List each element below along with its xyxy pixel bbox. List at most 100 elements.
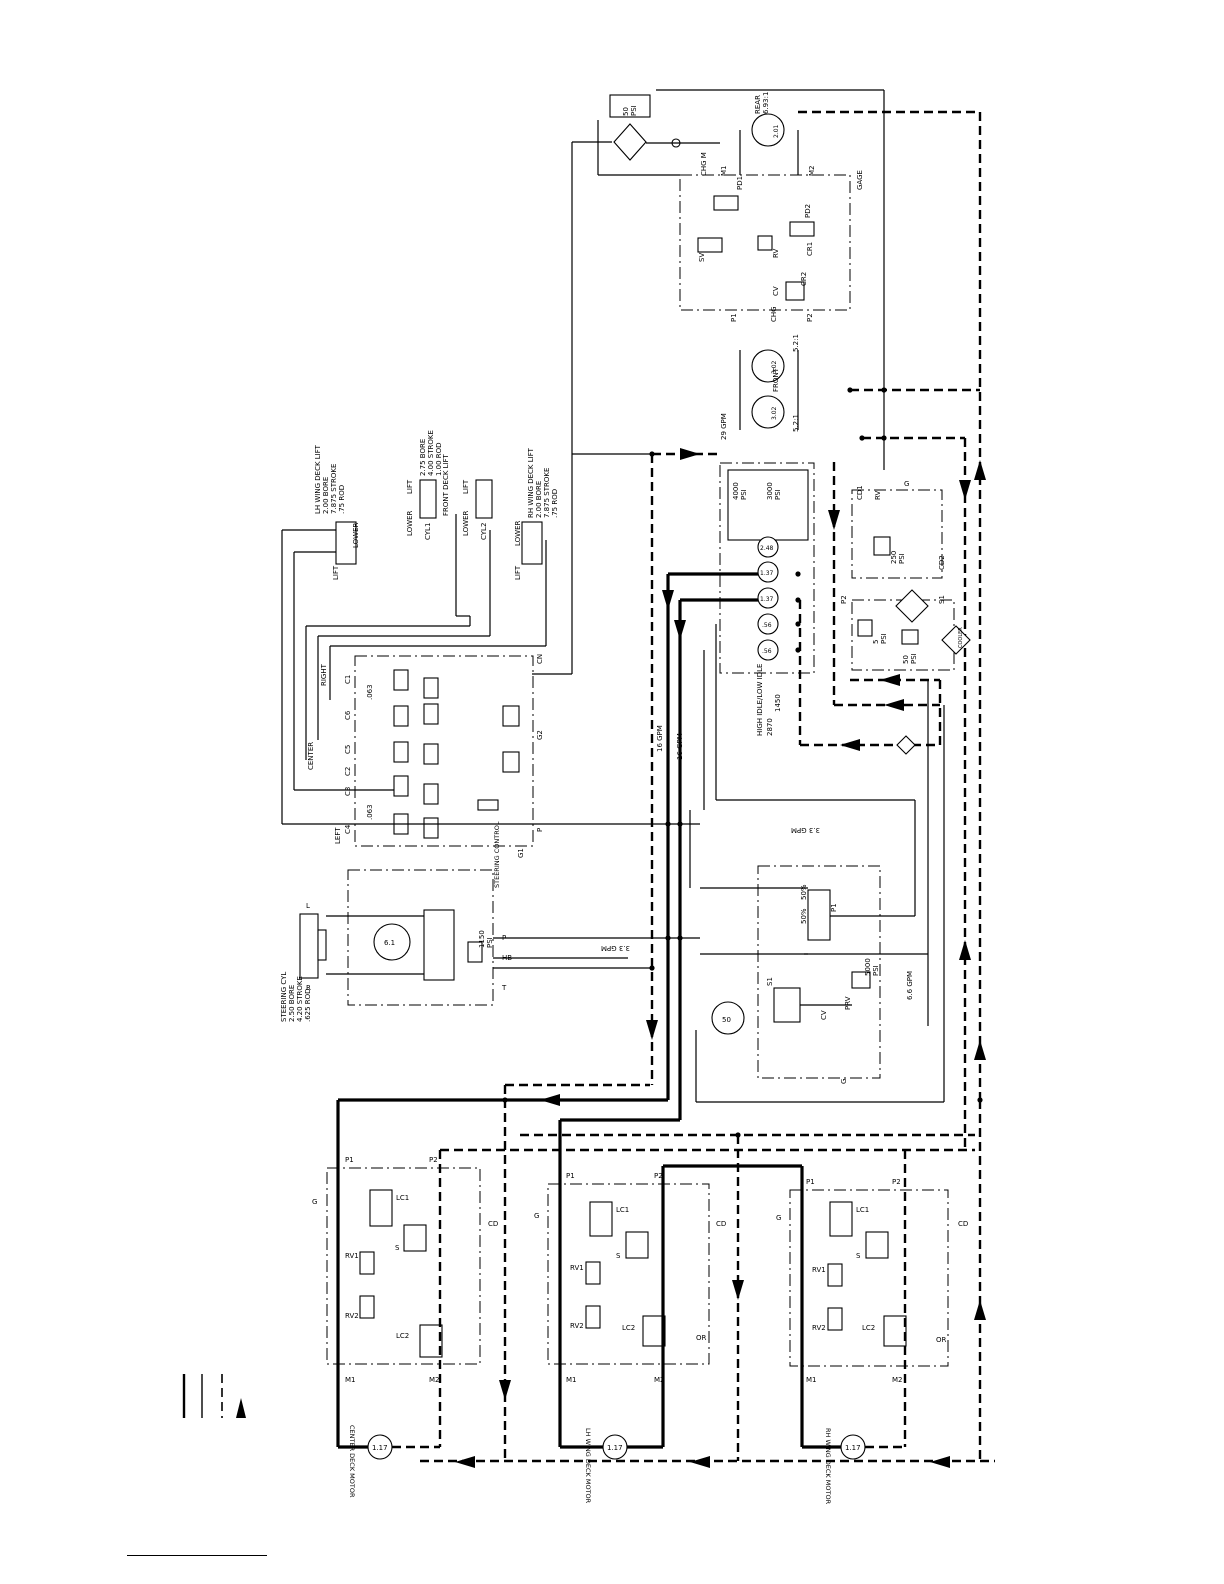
- port-label: R: [306, 984, 311, 992]
- relief-valve-rv2: [585, 1305, 601, 1329]
- port-label: P1: [345, 1156, 354, 1164]
- port-label: P1: [730, 313, 738, 322]
- solenoid-valve-s: [865, 1231, 889, 1259]
- check-value: 50: [902, 655, 910, 664]
- cooling-circuit: CD1 CD2 RV 250 PSI S1 P2 5 PSI 50 PSI CO…: [798, 462, 971, 755]
- junction: [677, 935, 683, 941]
- relief-value: 3000: [766, 482, 774, 500]
- flow-arrow: [646, 1020, 658, 1040]
- junction: [977, 1097, 983, 1103]
- port-label: P2: [806, 313, 814, 322]
- deck-motor-lh-wing: P1 P2 M1 M2 CD G OR LC1 LC2 RV1 RV2 S 1.…: [534, 1120, 726, 1504]
- steering-displacement: 6.1: [384, 939, 395, 947]
- valve-label: RV2: [570, 1322, 584, 1330]
- logic-cartridge-lc1: [589, 1201, 613, 1237]
- valve-label: S: [856, 1252, 861, 1260]
- page-footer-rule: [127, 1555, 267, 1556]
- split-value: 50%: [800, 908, 808, 924]
- deck-return-network: [338, 1040, 995, 1468]
- section-label: RIGHT: [320, 663, 328, 686]
- cylinder-label: FRONT DECK LIFT: [442, 453, 450, 516]
- valve-label: CV: [772, 286, 780, 296]
- pump-speed-high: 2870: [766, 718, 774, 736]
- split-value: 50%: [800, 884, 808, 900]
- steering-cyl-spec: .625 ROD: [304, 988, 312, 1022]
- flow-divider: [807, 889, 831, 941]
- charge-valve-boundary: [757, 865, 881, 1079]
- flow-arrow: [959, 940, 971, 960]
- relief-unit: PSI: [872, 965, 880, 976]
- valve-label: RV1: [812, 1266, 826, 1274]
- port-label: P1: [830, 903, 838, 912]
- steering-gerotor: [373, 923, 411, 961]
- lift-label: LIFT: [332, 565, 340, 580]
- steering-relief-unit: PSI: [486, 937, 494, 948]
- flow-arrow: [690, 1456, 710, 1468]
- front-ratio: 5.2:1: [792, 414, 800, 432]
- port-label: CHG M: [700, 152, 708, 176]
- relief-valve-rv1: [585, 1261, 601, 1285]
- deck-motor-rh-wing: P1 P2 M1 M2 CD G OR LC1 LC2 RV1 RV2 S 1.…: [776, 1150, 968, 1505]
- pump-section: [757, 561, 779, 583]
- cylinder-spec: 1.00 ROD: [435, 442, 443, 476]
- front-ratio: 5.2:1: [792, 334, 800, 352]
- lower-label: LOWER: [406, 510, 414, 536]
- valve-label: CR2: [800, 272, 808, 286]
- flow-arrow: [680, 448, 700, 460]
- flow-arrow: [959, 480, 971, 500]
- pump-displacement: 1.37: [760, 570, 774, 577]
- valve-label: LC1: [396, 1194, 409, 1202]
- port-label: CD: [958, 1220, 968, 1228]
- steering-cylinder-rod: [317, 929, 327, 961]
- suction-strainer: [896, 735, 916, 755]
- pump-flow: 29 GPM: [720, 413, 728, 440]
- port-label: G2: [536, 730, 544, 740]
- steering-system: L R STEERING CYL 2.50 BORE 4.20 STROKE .…: [280, 821, 700, 1022]
- flow-arrow: [540, 1094, 560, 1106]
- pump-flow: 16 GPM: [656, 725, 664, 752]
- port-label: P1: [566, 1172, 575, 1180]
- port-label: C1: [344, 675, 352, 684]
- flow-arrow: [974, 460, 986, 480]
- port-label: OR: [936, 1336, 947, 1344]
- valve-label: LC1: [616, 1206, 629, 1214]
- motor-displacement: 1.17: [372, 1444, 388, 1452]
- pump-displacement: .56: [762, 648, 772, 655]
- steering-spool-valve: [423, 909, 455, 981]
- cylinder-spec: 2.00 BORE: [322, 477, 330, 514]
- lift-cylinder-front-2: [475, 479, 493, 519]
- flow-arrow: [828, 510, 840, 530]
- lift-spool-valve: [393, 741, 409, 763]
- pump-section: [757, 613, 779, 635]
- cooling-check-valve: [873, 536, 891, 556]
- pump-boundary: [719, 462, 815, 674]
- port-label: CHG: [770, 306, 778, 322]
- junction: [795, 597, 801, 603]
- flow-arrow: [880, 674, 900, 686]
- steering-relief-valve: [467, 941, 483, 963]
- logic-cartridge-lc1: [829, 1201, 853, 1237]
- port-label: C5: [344, 745, 352, 754]
- port-label: P2: [840, 595, 848, 604]
- steering-cyl-spec: 2.50 BORE: [288, 985, 296, 1022]
- relief-valve-rv2: [359, 1295, 375, 1319]
- relief-valve-rv2: [827, 1307, 843, 1331]
- port-label: G: [904, 480, 909, 488]
- lift-label: LIFT: [514, 565, 522, 580]
- return-filter: [895, 589, 929, 623]
- valve-label: CR1: [806, 242, 814, 256]
- flow-arrow: [499, 1380, 511, 1400]
- port-label: CD2: [938, 555, 946, 570]
- port-label: M1: [345, 1376, 356, 1384]
- flow-arrow: [662, 590, 674, 610]
- cylinder-spec: 4.00 STROKE: [427, 430, 435, 476]
- port-label: CN: [536, 654, 544, 664]
- pump-section: [757, 587, 779, 609]
- lift-valve-boundary: [354, 655, 534, 847]
- check-unit: PSI: [880, 633, 888, 644]
- port-label: G1: [517, 848, 525, 858]
- flow-arrow: [674, 620, 686, 640]
- section-label: CENTER: [307, 742, 315, 770]
- section-label: LEFT: [334, 827, 342, 844]
